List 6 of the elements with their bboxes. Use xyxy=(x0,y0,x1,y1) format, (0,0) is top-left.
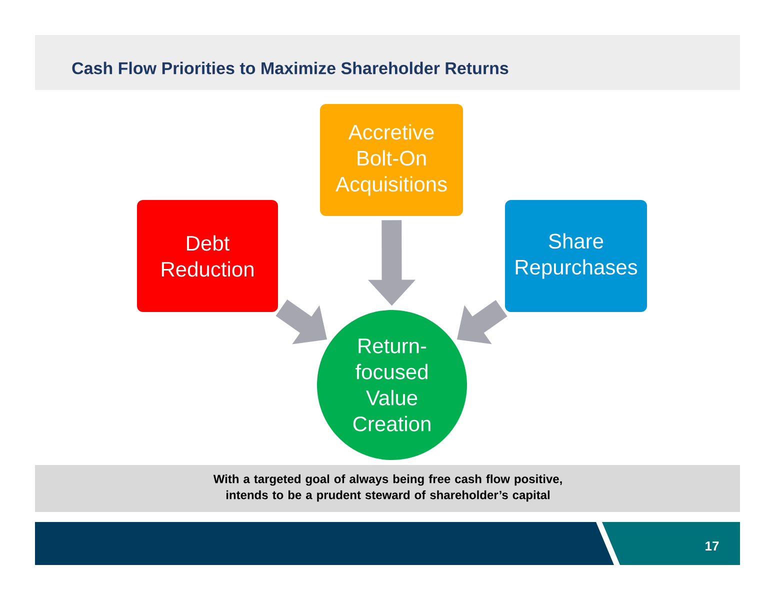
priority-box: Debt Reduction xyxy=(137,200,278,312)
title-band: Cash Flow Priorities to Maximize Shareholder Returns xyxy=(35,35,740,90)
priority-box: Share Repurchases xyxy=(505,200,647,312)
priority-box: Accretive Bolt-On Acquisitions xyxy=(320,104,463,216)
page-number: 17 xyxy=(706,542,719,550)
caption-band: With a targeted goal of always being free cash flow positive, intends to be a prudent steward of shareholder’s capital xyxy=(35,465,740,512)
